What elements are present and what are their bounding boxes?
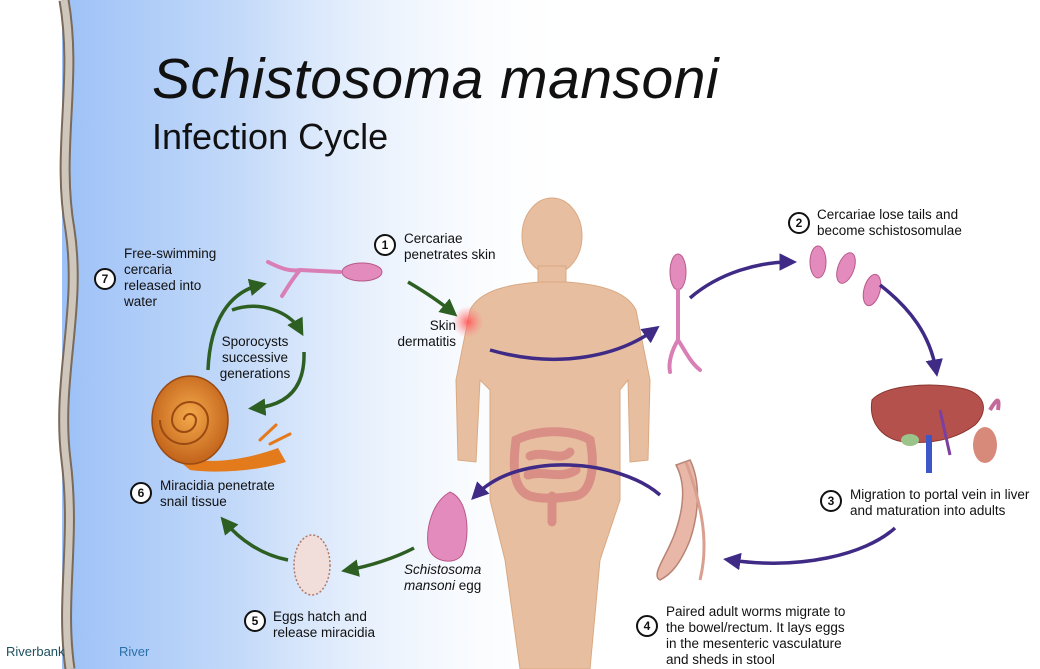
- cercaria-vertical-illustration: [669, 254, 700, 372]
- sporocysts-line-2: successive: [212, 350, 298, 366]
- step-6-label: Miracidia penetrate snail tissue: [160, 478, 275, 510]
- schistosomulae-illustration: [810, 246, 884, 308]
- egg-label-word: egg: [455, 578, 481, 593]
- egg-label-species: mansoni: [404, 578, 455, 593]
- dermatitis-spot: [452, 306, 484, 338]
- step-1-label: Cercariae penetrates skin: [404, 231, 496, 263]
- egg-label: Schistosoma mansoni egg: [404, 562, 481, 594]
- miracidium-illustration: [294, 535, 330, 595]
- step-4-line-4: and sheds in stool: [666, 652, 845, 668]
- step-1-line-2: penetrates skin: [404, 247, 496, 263]
- step-7-label: Free-swimming cercaria released into wat…: [124, 246, 216, 310]
- step-5-label: Eggs hatch and release miracidia: [273, 609, 375, 641]
- step-2-label: Cercariae lose tails and become schistos…: [817, 207, 962, 239]
- sporocysts-line-1: Sporocysts: [212, 334, 298, 350]
- step-6-line-2: snail tissue: [160, 494, 275, 510]
- step-2-line-1: Cercariae lose tails and: [817, 207, 962, 223]
- step-7-line-3: released into: [124, 278, 216, 294]
- step-4-line-1: Paired adult worms migrate to: [666, 604, 845, 620]
- step-2-badge: 2: [788, 212, 810, 234]
- liver-illustration: [871, 385, 998, 473]
- sporocysts-line-3: generations: [212, 366, 298, 382]
- river-label: River: [119, 644, 149, 659]
- step-5-badge: 5: [244, 610, 266, 632]
- riverbank-label: Riverbank: [6, 644, 65, 659]
- riverbank-ground: [0, 0, 62, 669]
- step-3-line-2: and maturation into adults: [850, 503, 1029, 519]
- sporocysts-label: Sporocysts successive generations: [212, 334, 298, 382]
- cercaria-head: [342, 263, 382, 281]
- arrow-to-liver: [880, 285, 936, 370]
- step-2-line-2: become schistosomulae: [817, 223, 962, 239]
- egg-label-line-1: Schistosoma: [404, 562, 481, 578]
- arrow-to-schistosomulae: [690, 262, 790, 298]
- egg-label-line-2: mansoni egg: [404, 578, 481, 594]
- step-4-line-2: the bowel/rectum. It lays eggs: [666, 620, 845, 636]
- step-3-badge: 3: [820, 490, 842, 512]
- step-4-line-3: in the mesenteric vasculature: [666, 636, 845, 652]
- step-7-line-1: Free-swimming: [124, 246, 216, 262]
- step-6-line-1: Miracidia penetrate: [160, 478, 275, 494]
- page-title: Schistosoma mansoni: [152, 46, 719, 112]
- step-4-label: Paired adult worms migrate to the bowel/…: [666, 604, 845, 668]
- step-7-line-2: cercaria: [124, 262, 216, 278]
- step-1-badge: 1: [374, 234, 396, 256]
- skin-line-2: dermatitis: [396, 334, 456, 350]
- step-4-badge: 4: [636, 615, 658, 637]
- step-5-line-1: Eggs hatch and: [273, 609, 375, 625]
- step-5-line-2: release miracidia: [273, 625, 375, 641]
- arrow-liver-to-worms: [730, 528, 895, 563]
- step-3-line-1: Migration to portal vein in liver: [850, 487, 1029, 503]
- skin-line-1: Skin: [396, 318, 456, 334]
- step-3-label: Migration to portal vein in liver and ma…: [850, 487, 1029, 519]
- step-7-badge: 7: [94, 268, 116, 290]
- skin-dermatitis-label: Skin dermatitis: [396, 318, 456, 350]
- step-7-line-4: water: [124, 294, 216, 310]
- step-1-line-1: Cercariae: [404, 231, 496, 247]
- step-6-badge: 6: [130, 482, 152, 504]
- page-subtitle: Infection Cycle: [152, 116, 388, 158]
